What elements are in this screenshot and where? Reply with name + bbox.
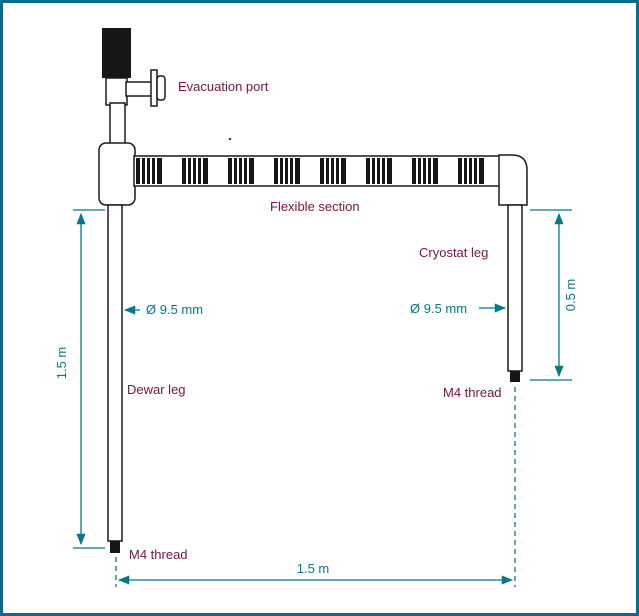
- m4-thread-right-label: M4 thread: [443, 385, 502, 400]
- m4-thread-left-label: M4 thread: [129, 547, 188, 562]
- transfer-line-diagram: Evacuation port Flexible section Cryosta…: [54, 28, 578, 587]
- evacuation-valve-flange: [150, 69, 158, 107]
- dewar-leg-length-label: 1.5 m: [54, 347, 69, 380]
- flexible-section-label: Flexible section: [270, 199, 360, 214]
- valve-stem-upper: [105, 77, 128, 106]
- cryostat-leg-length-label: 0.5 m: [563, 279, 578, 312]
- cryostat-leg-label: Cryostat leg: [419, 245, 488, 260]
- elbow: [498, 154, 528, 206]
- stray-dot: [228, 137, 232, 141]
- evacuation-valve-knob: [156, 75, 166, 101]
- diameter-left-label: Ø 9.5 mm: [146, 302, 203, 317]
- valve-body: [102, 28, 131, 78]
- evacuation-port-pipe: [125, 81, 153, 97]
- dimension-lines: [73, 209, 572, 587]
- diameter-right-label: Ø 9.5 mm: [410, 301, 467, 316]
- valve-stem-lower: [109, 102, 126, 146]
- dewar-leg-label: Dewar leg: [127, 382, 186, 397]
- dewar-leg-m4-tip: [110, 541, 120, 553]
- transfer-line-body: [98, 28, 528, 553]
- dewar-leg-tube: [107, 204, 123, 542]
- cryostat-leg-tube: [507, 204, 523, 372]
- leg-spacing-label: 1.5 m: [297, 561, 330, 576]
- evacuation-port-label: Evacuation port: [178, 79, 269, 94]
- cryostat-leg-m4-tip: [510, 371, 520, 382]
- tee-junction: [98, 142, 136, 206]
- flexible-section-corrugation: [136, 158, 498, 184]
